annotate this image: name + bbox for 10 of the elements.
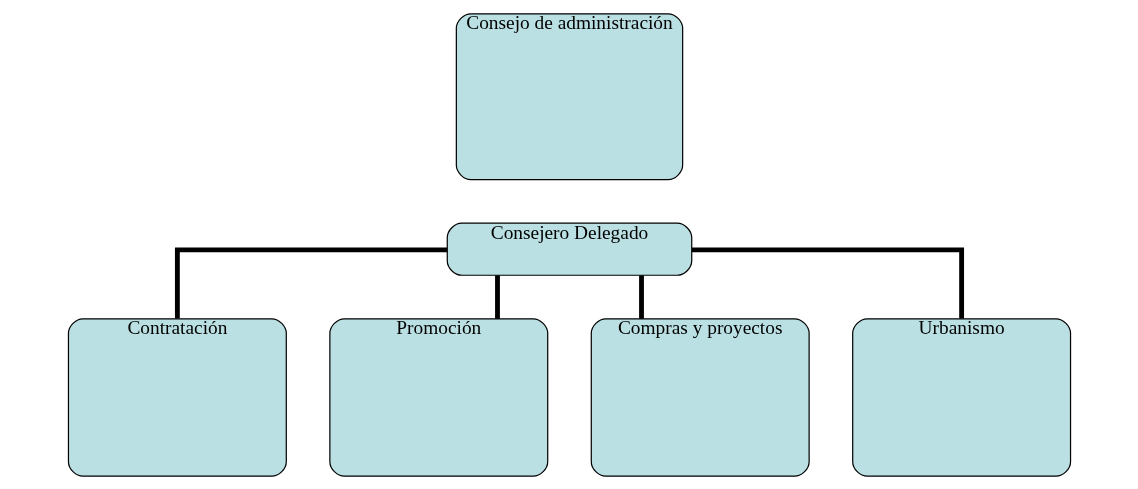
- node-box: Urbanismo: [851, 317, 1071, 477]
- connector: [174, 246, 447, 318]
- node-box: Consejero Delegado: [446, 222, 692, 276]
- node-box: Consejo de administración: [455, 12, 683, 180]
- connector: [638, 274, 644, 319]
- node-box: Contratación: [67, 317, 287, 477]
- node-box: Compras y proyectos: [590, 317, 810, 477]
- connector: [494, 274, 500, 319]
- node-box: Promoción: [328, 317, 548, 477]
- connector: [691, 246, 964, 318]
